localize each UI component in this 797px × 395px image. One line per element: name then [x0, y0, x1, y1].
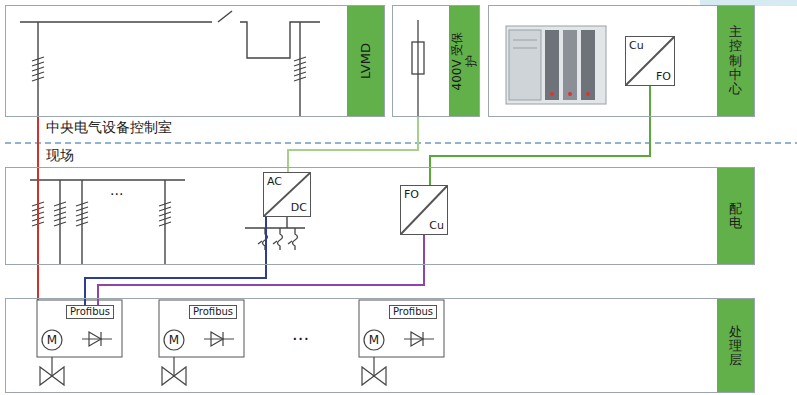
terminal-symbols [258, 228, 298, 250]
profibus-label: Profibus [393, 306, 433, 317]
label-band: 处理层 [717, 299, 754, 392]
motor-unit [159, 300, 244, 385]
motor-unit [359, 300, 444, 385]
profibus-label: Profibus [193, 306, 233, 317]
converter-label: AC [267, 175, 282, 188]
power-cable [37, 117, 39, 300]
motor-symbol-label: M [47, 334, 57, 346]
band-label: 处理层 [729, 324, 742, 367]
converter-label: FO [656, 70, 671, 83]
layer-panel: 处理层 Profibus Profibus Profibus [5, 298, 755, 393]
profibus-tag: Profibus [66, 305, 114, 319]
lvmd-busbar [20, 11, 320, 117]
band-label: 主控制中心 [729, 25, 742, 96]
note-label: 现场 [44, 147, 76, 165]
note-label: ··· [108, 186, 125, 202]
plc-image [506, 26, 606, 104]
band-label: LVMD [358, 31, 374, 91]
layer-panel: 配电 AC DC FO Cu [5, 167, 755, 265]
converter-label: DC [291, 201, 307, 214]
profibus-tag: Profibus [189, 305, 237, 319]
layer-panel: 400V 受保护 [392, 5, 480, 117]
motor-symbol-label: M [169, 334, 179, 346]
converter-box: FO Cu [400, 185, 448, 235]
label-band: 配电 [717, 168, 754, 264]
signal-cable [288, 117, 418, 172]
signal-cable [85, 217, 266, 305]
band-label: 400V 受保护 [450, 31, 479, 91]
profibus-tag: Profibus [389, 305, 437, 319]
layer-panel: LVMD [5, 5, 385, 117]
converter-label: FO [404, 188, 419, 201]
converter-label: Cu [629, 39, 644, 52]
signal-cable [98, 235, 424, 305]
motor-symbol-label: M [369, 334, 379, 346]
converter-label: Cu [429, 219, 444, 232]
converter-box: CuFO [625, 36, 675, 86]
layer-panel: 主控制中心 CuFO [488, 5, 755, 117]
label-band: 400V 受保护 [449, 6, 479, 116]
label-band: 主控制中心 [717, 6, 754, 116]
label-band: LVMD [347, 6, 384, 116]
note-label: 中央电气设备控制室 [44, 119, 174, 137]
note-label: ··· [290, 328, 311, 349]
fuse-symbol [412, 20, 424, 117]
room-boundary [5, 142, 797, 144]
band-label: 配电 [729, 202, 742, 231]
profibus-label: Profibus [70, 306, 110, 317]
motor-unit [37, 300, 122, 385]
converter-box: AC DC [263, 172, 311, 217]
